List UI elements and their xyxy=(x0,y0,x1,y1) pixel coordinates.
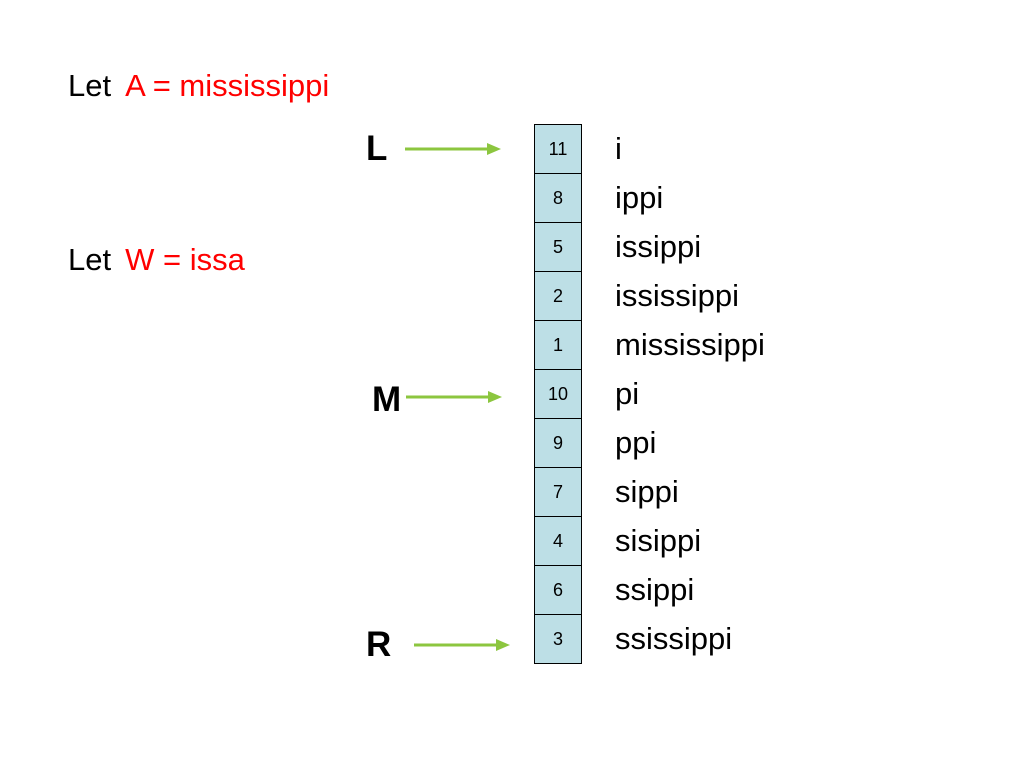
let-a-prefix: Let xyxy=(68,68,112,103)
suffix-text: sisippi xyxy=(615,522,702,558)
suffix-text: pi xyxy=(615,375,640,411)
suffix-array-cell: 11 xyxy=(534,124,582,174)
suffix-array-cell: 5 xyxy=(534,222,582,272)
let-a-statement: Let A = mississippi xyxy=(68,70,329,101)
suffix-text: ssissippi xyxy=(615,620,733,656)
pointer-label-l: L xyxy=(366,129,388,168)
suffix-array-cell: 1 xyxy=(534,320,582,370)
suffix-text: i xyxy=(615,130,622,166)
suffix-array-cell: 7 xyxy=(534,467,582,517)
suffix-text: ippi xyxy=(615,179,664,215)
suffix-array-cell: 2 xyxy=(534,271,582,321)
suffix-text: ississippi xyxy=(615,277,740,313)
pointer-arrow-r xyxy=(414,639,510,651)
suffix-text: sippi xyxy=(615,473,679,509)
pointer-arrow-m xyxy=(406,391,502,403)
suffix-text: mississippi xyxy=(615,326,765,362)
suffix-array-cell: 3 xyxy=(534,614,582,664)
suffix-text: issippi xyxy=(615,228,702,264)
let-a-value: A = mississippi xyxy=(125,68,330,103)
pointer-arrow-l xyxy=(405,143,501,155)
suffix-array-table: 11 8 5 2 1 10 9 7 4 6 3 xyxy=(534,124,582,664)
suffix-text: ppi xyxy=(615,424,657,460)
suffix-array-cell: 4 xyxy=(534,516,582,566)
suffix-array-cell: 6 xyxy=(534,565,582,615)
suffix-array-cell: 10 xyxy=(534,369,582,419)
pointer-label-r: R xyxy=(366,625,392,664)
suffix-array-cell: 9 xyxy=(534,418,582,468)
suffix-array-cell: 8 xyxy=(534,173,582,223)
sorted-suffix-list: i ippi issippi ississippi mississippi pi… xyxy=(615,124,765,663)
let-w-value: W = issa xyxy=(125,242,245,277)
let-w-statement: Let W = issa xyxy=(68,244,245,275)
let-w-prefix: Let xyxy=(68,242,112,277)
pointer-label-m: M xyxy=(372,380,402,419)
suffix-text: ssippi xyxy=(615,571,695,607)
